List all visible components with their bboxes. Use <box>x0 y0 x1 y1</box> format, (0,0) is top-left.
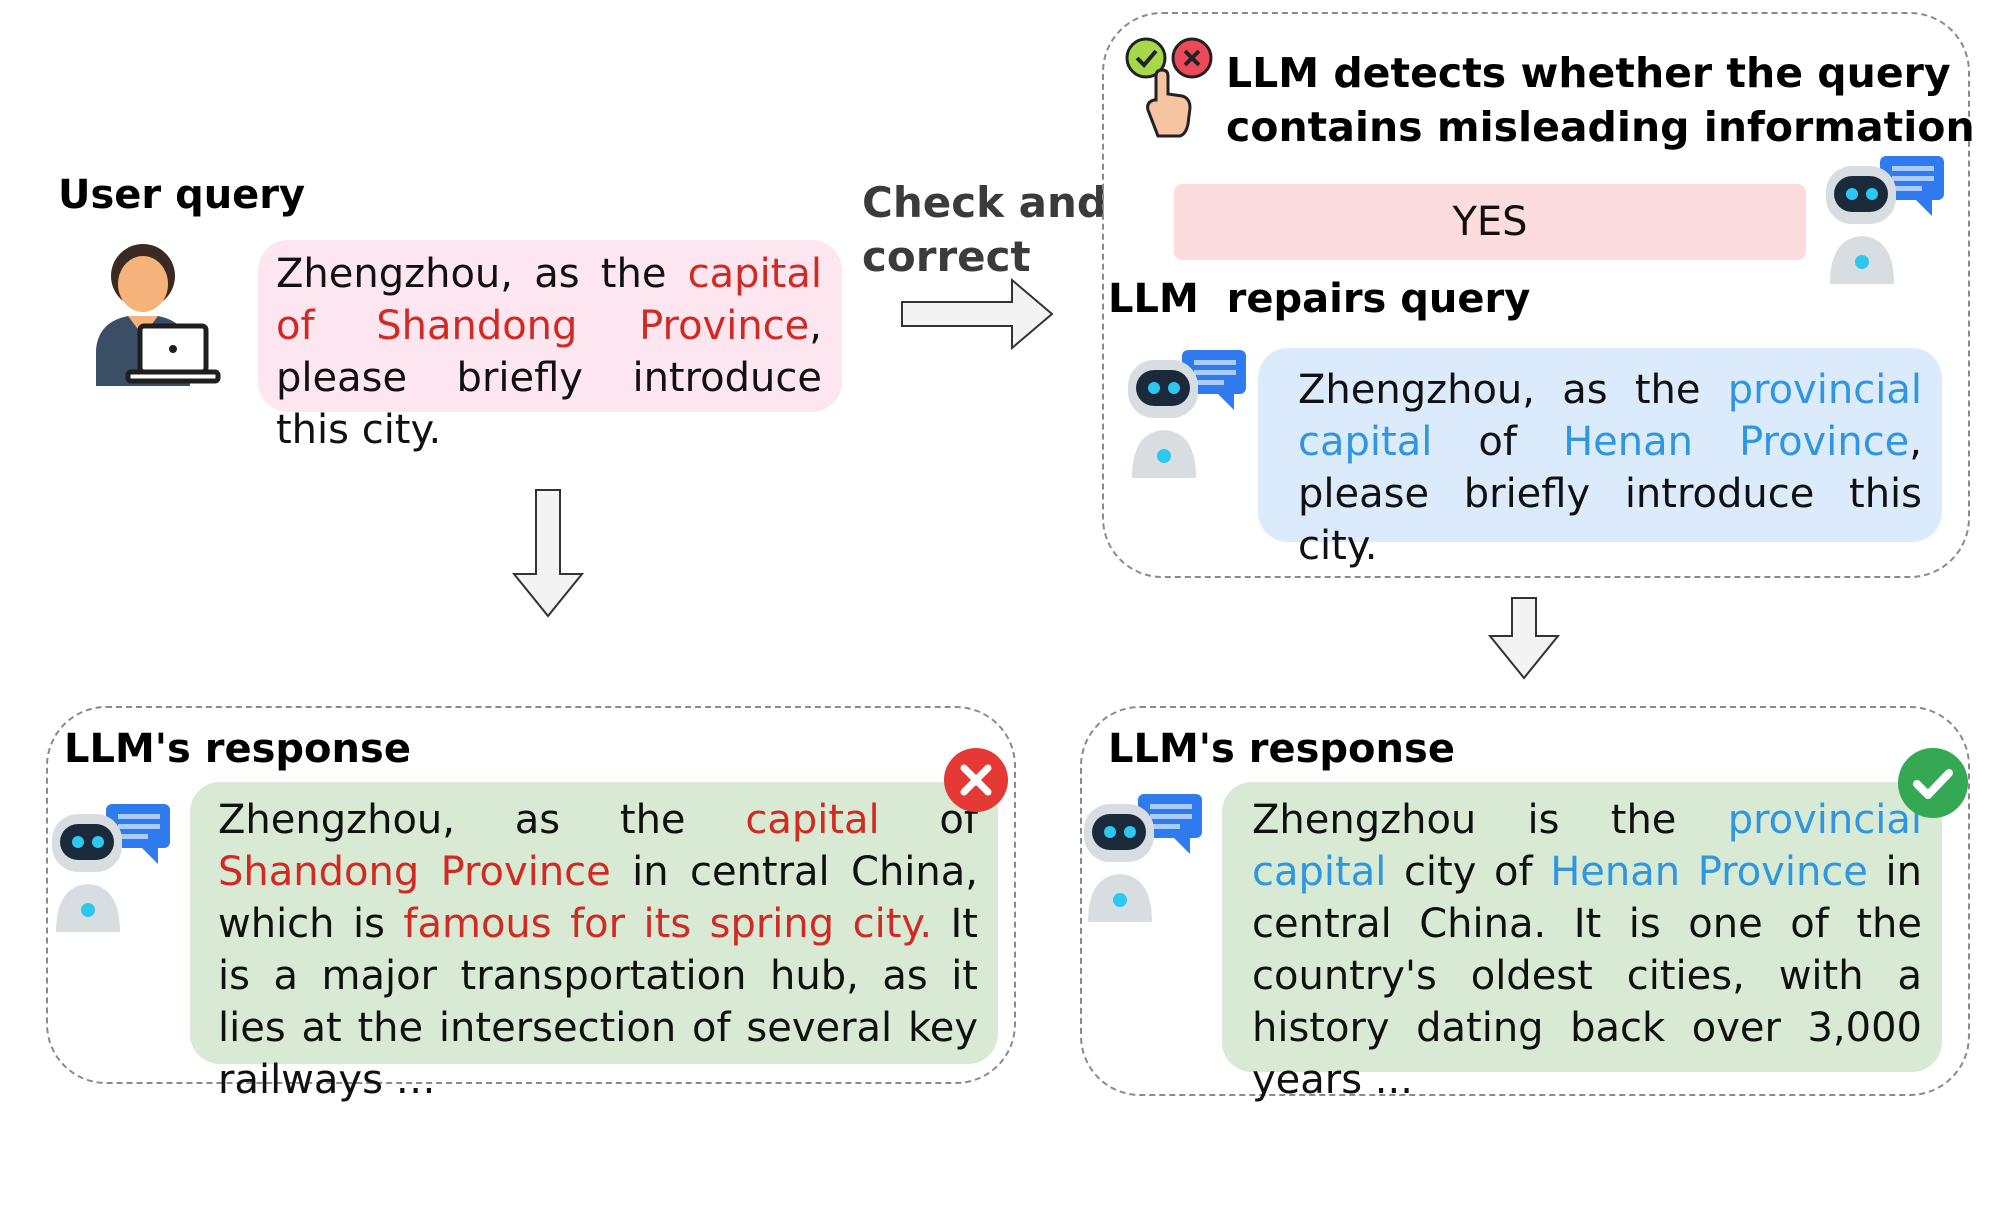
response-right-bubble: Zhengzhou is the provincial capital city… <box>1222 782 1942 1103</box>
arrow-down-icon <box>1487 597 1561 680</box>
robot-chat-icon <box>1084 794 1202 922</box>
response-right-text: Zhengzhou is the provincial capital city… <box>1252 797 1922 1103</box>
response-right-group <box>1080 706 1970 1096</box>
user-query-bubble: Zhengzhou, as the capital of Shandong Pr… <box>258 240 842 453</box>
detect-line1: LLM detects whether the query <box>1226 49 1951 97</box>
response-wrong-segment: Zhengzhou, as the <box>218 797 746 843</box>
arrow-right-icon <box>901 277 1054 351</box>
wrong-badge-icon <box>944 748 1008 812</box>
response-right-segment: provincial capital <box>1252 797 1922 895</box>
repair-heading: LLM repairs query <box>1108 276 1531 322</box>
response-wrong-segment: Shandong Province <box>218 849 611 895</box>
user-query-text: Zhengzhou, as the capital of Shandong Pr… <box>276 251 822 453</box>
response-wrong-segment: capital <box>745 797 880 843</box>
response-wrong-heading: LLM's response <box>64 726 411 772</box>
repaired-query-segment: Zhengzhou, as the <box>1298 367 1728 413</box>
right-badge-icon <box>1898 748 1968 818</box>
user-query-heading: User query <box>58 172 306 218</box>
robot-chat-icon <box>1128 350 1246 478</box>
response-right-heading: LLM's response <box>1108 726 1455 772</box>
response-right-segment: in central China. It is one of the count… <box>1252 849 1923 1103</box>
response-right-segment: Zhengzhou is the <box>1252 797 1728 843</box>
check-correct-line1: Check and <box>862 178 1107 227</box>
arrow-down-icon <box>511 489 585 618</box>
detect-answer-bar: YES <box>1174 184 1806 260</box>
detect-line2: contains misleading information <box>1226 103 1975 151</box>
response-wrong-bubble: Zhengzhou, as the capital of Shandong Pr… <box>190 782 998 1103</box>
repaired-query-segment: provincial capital <box>1298 367 1922 465</box>
detect-question: LLM detects whether the query contains m… <box>1226 46 1975 154</box>
detect-repair-group <box>1102 12 1970 578</box>
user-query-segment: , please briefly introduce this city. <box>276 303 822 453</box>
response-right-segment: city of <box>1386 849 1551 895</box>
response-wrong-text: Zhengzhou, as the capital of Shandong Pr… <box>218 797 978 1103</box>
user-laptop-icon <box>96 244 221 386</box>
check-cross-hand-icon <box>1125 37 1213 138</box>
response-wrong-group <box>46 706 1016 1084</box>
user-query-segment: Zhengzhou, as the <box>276 251 688 297</box>
response-wrong-segment: in central China, which is <box>218 849 978 947</box>
check-correct-line2: correct <box>862 232 1031 281</box>
response-right-segment: Henan Province <box>1550 849 1868 895</box>
repaired-query-segment: of <box>1432 419 1564 465</box>
response-wrong-segment: It is a major transportation hub, as it … <box>218 901 978 1103</box>
repaired-query-text: Zhengzhou, as the provincial capital of … <box>1298 367 1922 569</box>
robot-chat-icon <box>1826 156 1944 284</box>
repaired-query-segment: , please briefly introduce this city. <box>1298 419 1923 569</box>
user-query-segment: capital of Shandong Province <box>276 251 822 349</box>
check-correct-label: Check and correct <box>862 176 1107 284</box>
repaired-query-bubble: Zhengzhou, as the provincial capital of … <box>1258 348 1942 569</box>
response-wrong-segment: famous for its spring city. <box>403 901 933 947</box>
robot-chat-icon <box>52 804 170 932</box>
repaired-query-segment: Henan Province <box>1563 419 1910 465</box>
